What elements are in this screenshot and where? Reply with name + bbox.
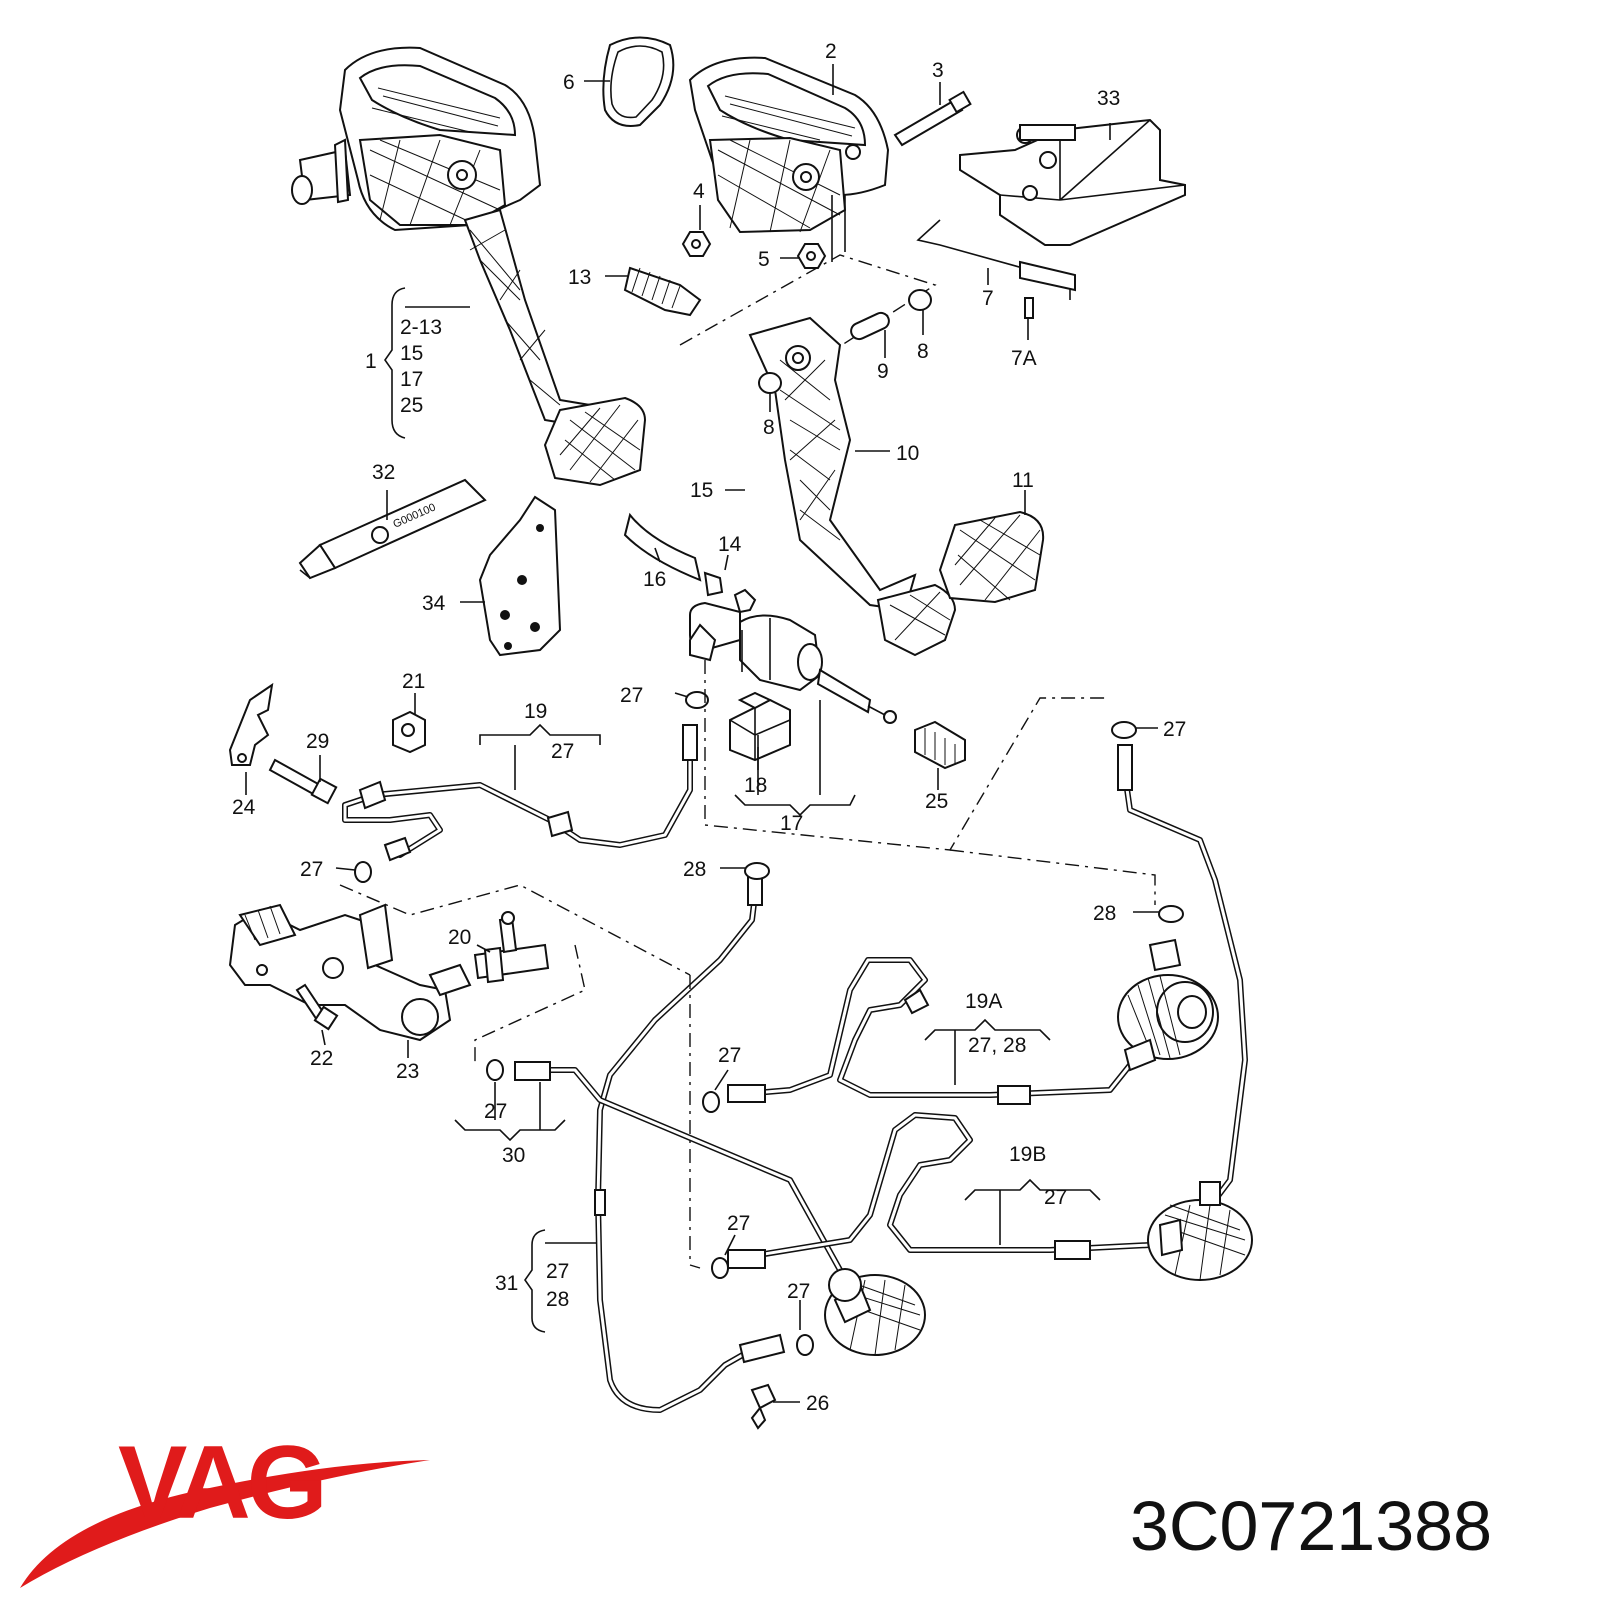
callout-15: 15 [690,479,713,502]
callout-2: 2 [825,40,837,63]
pedal-bracket-right [688,56,890,262]
callout-11: 11 [1012,469,1034,492]
callout-27-a: 27 [620,684,643,707]
callout-1: 1 [365,350,377,373]
pipe-right [1117,744,1248,1203]
callout-9: 9 [877,360,889,383]
callout-19-sub: 27 [551,740,574,763]
pipe-19a [727,957,1143,1105]
callout-31: 31 [495,1272,518,1295]
callout-19b: 19B [1009,1143,1046,1166]
master-cylinder-17 [689,588,897,724]
callout-7a: 7A [1011,347,1037,370]
bolt-29 [268,758,338,805]
callout-24: 24 [232,796,256,819]
clip-7 [1019,260,1076,292]
washers [354,691,1184,1356]
callout-8-lower: 8 [763,416,775,439]
bushes-and-pin [758,289,932,394]
callout-19: 19 [524,700,547,723]
callout-13: 13 [568,266,591,289]
pipe-19 [342,724,698,862]
clip-21 [392,710,426,754]
callout-27-e: 27 [727,1212,750,1235]
callout-14: 14 [718,533,742,556]
callout-8-upper: 8 [917,340,929,363]
bracket-24 [228,682,274,766]
callout-33: 33 [1097,87,1120,110]
hose-16 [623,512,724,597]
callout-27-c: 27 [300,858,323,881]
bolt-3 [893,90,972,147]
callout-30-sub: 27 [484,1100,507,1123]
callout-3: 3 [932,59,944,82]
callout-27-f: 27 [787,1280,810,1303]
release-bearing-19b [1147,1181,1253,1281]
callout-28-a: 28 [683,858,706,881]
fittings [514,1061,786,1364]
callout-30: 30 [502,1144,525,1167]
callout-20: 20 [448,926,471,949]
callout-1-sub-c: 17 [400,368,423,391]
pedal-pad-11 [938,510,1045,604]
callout-4: 4 [693,180,705,203]
connector-25 [914,720,966,770]
t-piece-20 [428,911,550,997]
bolt-22 [295,983,339,1031]
pedal-lever-10 [748,316,957,657]
screw-7a [1024,297,1034,319]
callout-19a-sub: 27, 28 [968,1034,1026,1057]
callout-19b-sub: 27 [1044,1186,1067,1209]
callout-23: 23 [396,1060,419,1083]
callout-31-sub-a: 27 [546,1260,569,1283]
logo-swoosh [20,1460,430,1588]
release-bearing-19a [1117,938,1219,1072]
heat-shield-34 [478,495,562,657]
pipe-31 [594,869,763,1413]
dashed-outlines [339,660,1156,1269]
release-bearing-31 [824,1268,926,1356]
grease-tube-32: G000100 [298,478,487,580]
callout-27-d: 27 [718,1044,741,1067]
callout-10: 10 [896,442,919,465]
callout-34: 34 [422,592,446,615]
callout-19a: 19A [965,990,1002,1013]
callout-18: 18 [744,774,767,797]
callout-6: 6 [563,71,575,94]
callout-16: 16 [643,568,666,591]
switch-18 [729,691,791,762]
callout-27-b: 27 [1163,718,1186,741]
callout-22: 22 [310,1047,333,1070]
slave-cylinder-23 [228,903,452,1042]
callout-29: 29 [306,730,329,753]
callout-32: 32 [372,461,395,484]
bracket-33 [959,118,1186,246]
pedal-group-outline [679,254,937,386]
pedal-assembly-left [291,46,647,487]
callout-1-sub-d: 25 [400,394,423,417]
pipe-19b [737,1112,1173,1261]
vag-logo: VAG [20,1425,430,1588]
spring-13 [623,266,702,317]
gasket-6 [602,36,675,127]
callout-31-sub-b: 28 [546,1288,569,1311]
leader-lines [245,64,1160,1403]
pipe-30 [517,1067,843,1273]
callout-5: 5 [758,248,770,271]
logo-text: VAG [118,1425,324,1541]
callout-21: 21 [402,670,425,693]
callout-26: 26 [806,1392,829,1415]
callout-17: 17 [780,812,803,835]
callout-25: 25 [925,790,948,813]
callout-1-sub-a: 2-13 [400,316,442,339]
callout-labels: 2 3 6 33 4 5 13 7 7A 9 8 8 10 11 15 14 1… [232,40,1186,1415]
callout-1-sub-b: 15 [400,342,423,365]
clip-26 [750,1383,777,1430]
callout-28-b: 28 [1093,902,1116,925]
part-number: 3C0721388 [1130,1487,1492,1565]
group-brackets [384,287,1101,1333]
callout-7: 7 [982,287,994,310]
nuts [681,231,827,269]
